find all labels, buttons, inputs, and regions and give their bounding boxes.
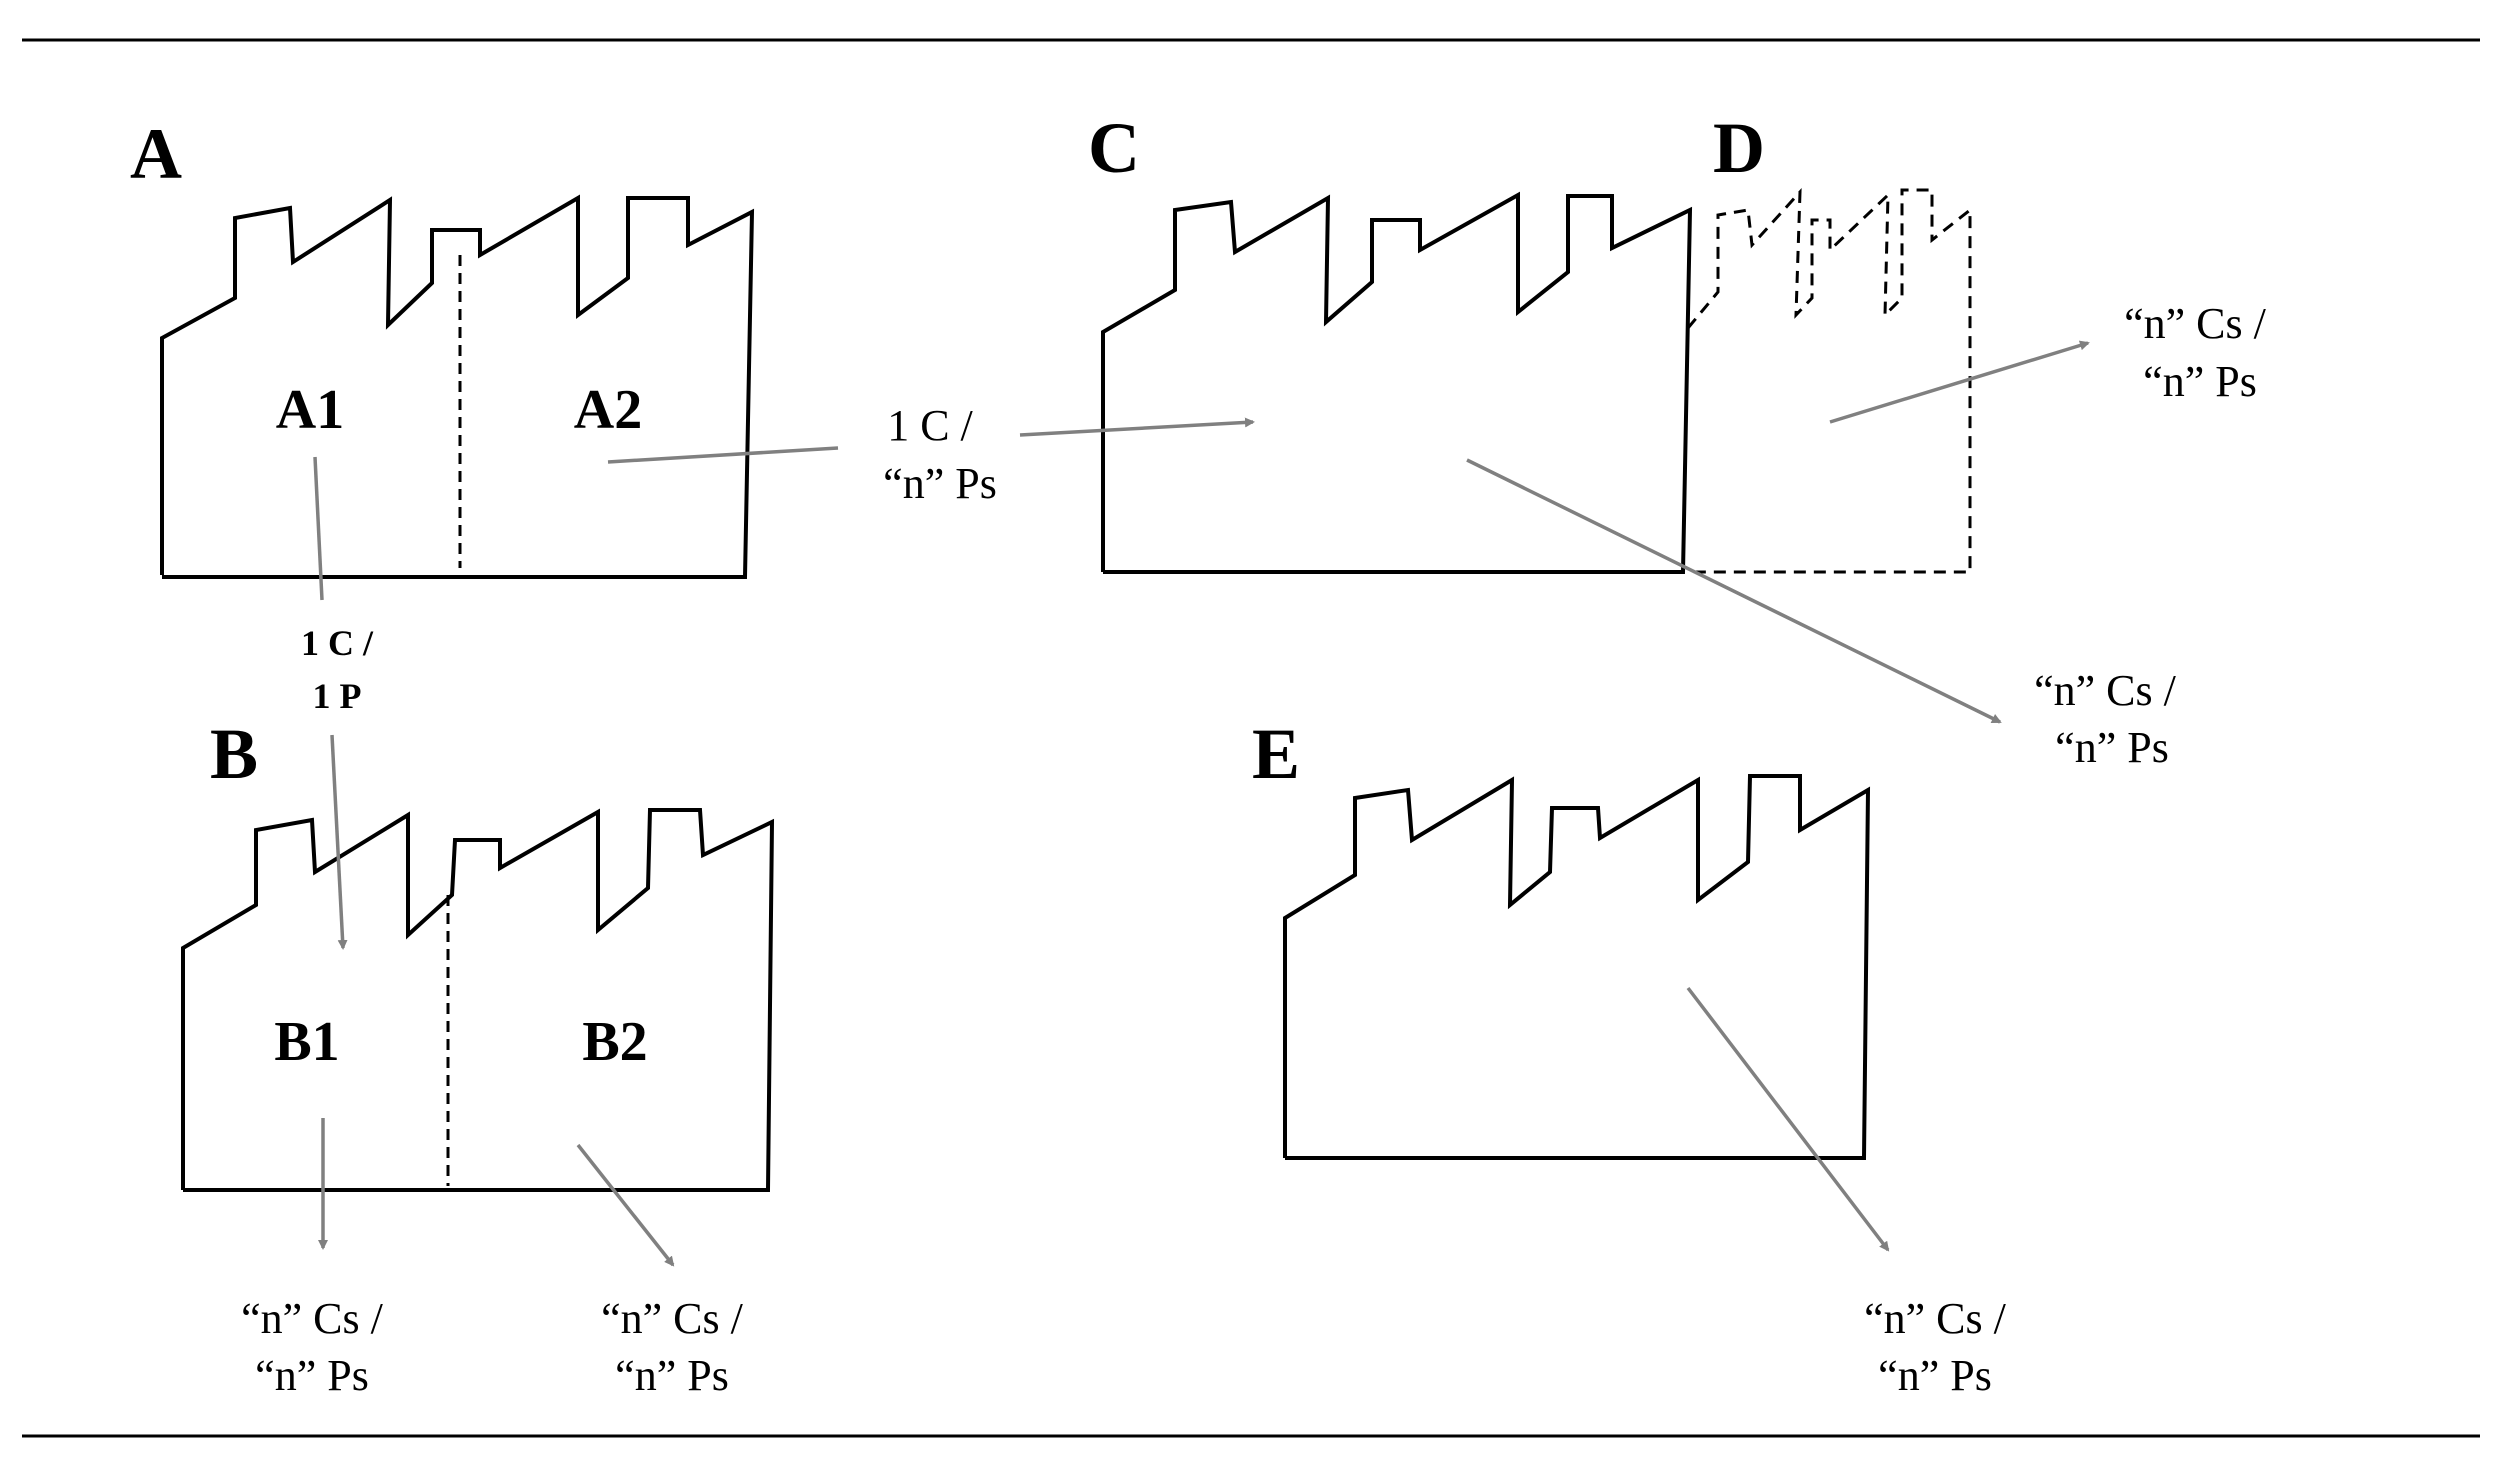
arrow-to-b1 (330, 734, 348, 950)
annotation-a2-to-c: 1 C / “n” Ps (883, 401, 997, 508)
annotation-cd-out: “n” Cs / “n” Ps (2034, 666, 2177, 772)
factory-e (1283, 774, 1871, 1160)
label-a2: A2 (574, 379, 642, 441)
factory-a (160, 194, 755, 579)
factory-c (1101, 191, 1693, 574)
annotation-b2-out: “n” Cs / “n” Ps (601, 1294, 744, 1400)
annotation-a2-to-c-line1: 1 C / (887, 401, 973, 450)
annotation-d-out-line1: “n” Cs / (2124, 299, 2267, 348)
annotation-d-out-line2: “n” Ps (2143, 357, 2257, 406)
annotation-b1-out-line2: “n” Ps (255, 1351, 369, 1400)
annotation-a-to-b: 1 C / 1 P (301, 623, 374, 716)
annotation-b2-out-line2: “n” Ps (615, 1351, 729, 1400)
panel-letter-d: D (1713, 108, 1765, 188)
annotation-a-to-b-line1: 1 C / (301, 623, 374, 663)
panel-letter-e: E (1252, 714, 1300, 794)
panel-letter-b: B (210, 714, 258, 794)
arrow-b2-out (576, 1143, 675, 1267)
annotation-a-to-b-line2: 1 P (313, 676, 362, 716)
label-b1: B1 (274, 1011, 339, 1073)
arrow-d-out (1829, 340, 2090, 424)
arrow-a2-to-label (607, 446, 839, 464)
annotation-d-out: “n” Cs / “n” Ps (2124, 299, 2267, 406)
arrow-a1-down (313, 456, 324, 601)
label-b2: B2 (582, 1011, 647, 1073)
annotation-e-out-line1: “n” Cs / (1864, 1294, 2007, 1343)
annotation-b2-out-line1: “n” Cs / (601, 1294, 744, 1343)
arrow-label-to-c (1019, 417, 1255, 437)
annotation-b1-out-line1: “n” Cs / (241, 1294, 384, 1343)
annotation-cd-out-line1: “n” Cs / (2034, 666, 2177, 715)
label-a1: A1 (276, 379, 344, 441)
annotation-b1-out: “n” Cs / “n” Ps (241, 1294, 384, 1400)
annotation-e-out-line2: “n” Ps (1878, 1351, 1992, 1400)
arrow-cd-out (1466, 458, 2002, 724)
arrow-e-out (1686, 986, 1890, 1252)
annotation-e-out: “n” Cs / “n” Ps (1864, 1294, 2007, 1400)
factory-b (181, 808, 775, 1192)
panel-letter-a: A (130, 114, 182, 194)
factory-d (1686, 187, 1972, 574)
panel-letter-c: C (1088, 108, 1140, 188)
annotation-a2-to-c-line2: “n” Ps (883, 459, 997, 508)
annotation-cd-out-line2: “n” Ps (2055, 723, 2169, 772)
